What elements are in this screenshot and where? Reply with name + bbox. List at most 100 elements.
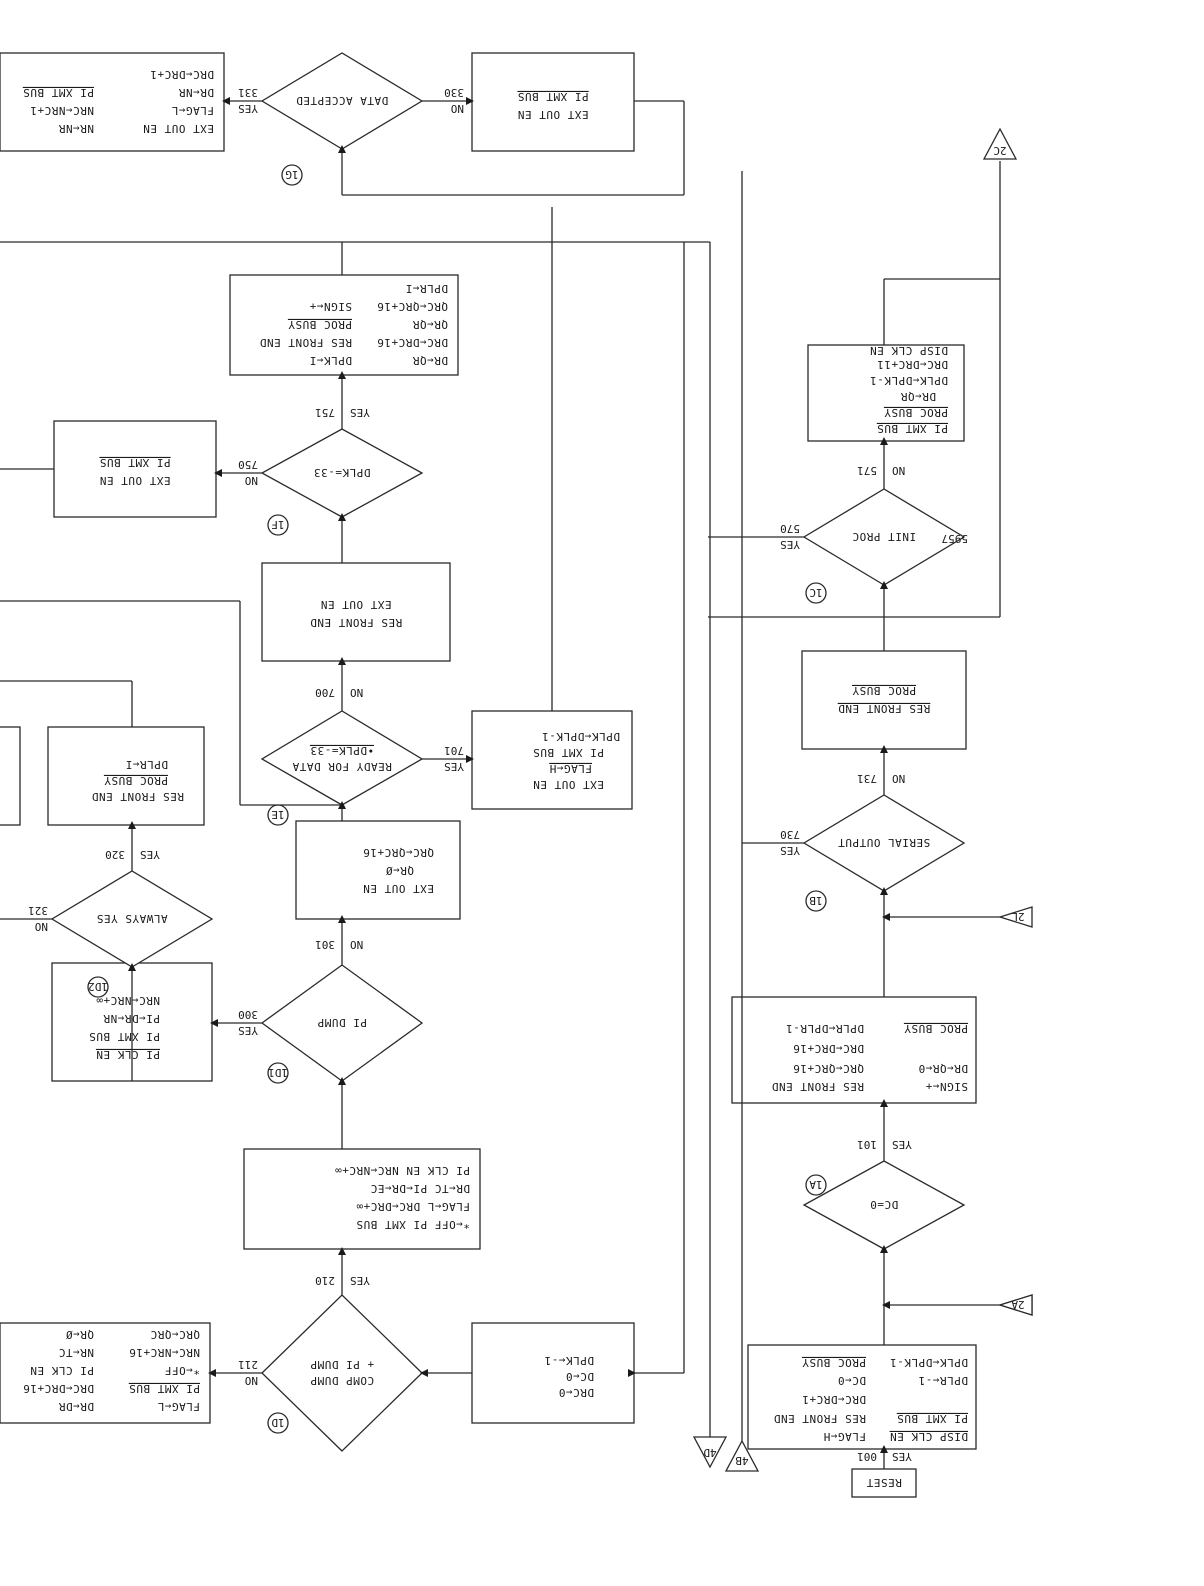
process-1e-no-line-0: RES FRONT END: [310, 616, 403, 629]
process-1f-yes-right-1: RES FRONT END: [259, 336, 352, 349]
process-1d1-yes-line-0: PI CLK EN: [96, 1048, 160, 1061]
marker-1a: [805, 1174, 827, 1196]
process-1d1-no-line-1: QR←Ø: [386, 864, 415, 877]
arrowheads: [128, 97, 890, 1453]
process-1d1-no-line-0: EXT OUT EN: [363, 882, 434, 895]
connector-2l-label: 2L: [1011, 910, 1025, 923]
decision-1d2-yes-label: YES: [140, 848, 160, 861]
decision-1b-no-code: 731: [857, 772, 877, 785]
decision-1c-yes-code: 570: [780, 522, 800, 535]
process-1d2-yes-line-0: RES FRONT END: [91, 790, 184, 803]
process-1d-no-left-0: FLAG←L: [157, 1400, 200, 1413]
process-1c-no-line-5: DISP CLK EN: [870, 344, 948, 357]
process-1e-no: RES FRONT END EXT OUT EN: [261, 562, 451, 662]
marker-1b: [805, 890, 827, 912]
decision-1c-yes-label: YES: [780, 538, 800, 551]
process-1g-yes: EXT OUT EN FLAG←L DR←NR DRC←DRC+1 NR←NR …: [0, 52, 225, 152]
decision-pi-dump-text: PI DUMP: [317, 1016, 367, 1029]
decision-1d-text-2: + PI DUMP: [310, 1358, 374, 1371]
process-1e-yes: EXT OUT EN FLAG←H PI XMT BUS DPLK←DPLK-1: [471, 710, 633, 810]
process-1f-yes-right-3: SIGN←+: [309, 300, 352, 313]
marker-1b-label: 1B: [809, 894, 823, 907]
process-1d-yes-line-3: PI CLK EN NRC←NRC+∞: [335, 1164, 470, 1177]
process-1b-right-2: DRC←DRC+16: [793, 1042, 864, 1055]
decision-always-yes-text: ALWAYS YES: [96, 912, 167, 925]
connector-2c-label: 2C: [993, 144, 1006, 157]
process-1e-yes-line-2: PI XMT BUS: [533, 746, 604, 759]
decision-1g-no-code: 330: [444, 86, 464, 99]
connector-2a-label: 2A: [1011, 1298, 1025, 1311]
process-1d-no-right-1: DRC←DRC+16: [23, 1382, 94, 1395]
reset-yes-label: YES: [892, 1450, 912, 1463]
decision-1g-yes-label: YES: [238, 102, 258, 115]
process-1a-init: DISP CLK EN PI XMT BUS DPLR←-1 DPLK←DPLK…: [747, 1344, 977, 1450]
decision-1g-yes-code: 331: [238, 86, 258, 99]
process-1b-right-1: QRC←QRC+16: [793, 1062, 864, 1075]
process-1f-yes-left-0: DR←QR: [412, 354, 448, 367]
decision-1g-text: DATA ACCEPTED: [296, 94, 389, 107]
process-1b-left-1: DR←QR←0: [918, 1062, 968, 1075]
marker-1g-label: 1G: [285, 168, 298, 181]
decision-1d2-no-label: NO: [35, 920, 48, 933]
decision-1d2-yes-code: 320: [105, 848, 125, 861]
process-1b-right-0: RES FRONT END: [771, 1080, 864, 1093]
process-1g-yes-left-3: DRC←DRC+1: [150, 68, 214, 81]
process-1b-no: RES FRONT END PROC BUSY: [801, 650, 967, 750]
process-1d-no-right-3: NR←TC: [58, 1346, 94, 1359]
reset-label: RESET: [866, 1476, 902, 1489]
process-1f-yes-right-0: DPLK←I: [309, 354, 352, 367]
process-1e-no-line-1: EXT OUT EN: [320, 598, 391, 611]
decision-serial-output-text: SERIAL OUTPUT: [838, 836, 931, 849]
process-1d-no-left-1: PI XMT BUS: [129, 1382, 200, 1395]
process-1c-no-line-0: PI XMT BUS: [877, 422, 948, 435]
marker-1f-label: 1F: [271, 518, 284, 531]
process-1a-left-3: DPLR←-1: [918, 1374, 968, 1387]
process-1g-yes-left-1: FLAG←L: [171, 104, 214, 117]
process-1e-yes-line-1: FLAG←H: [549, 762, 592, 775]
process-1g-yes-right-2: PI XMT BUS: [23, 86, 94, 99]
process-1a-right-4: PROC BUSY: [802, 1356, 866, 1369]
decision-1d-yes-label: YES: [350, 1274, 370, 1287]
process-1a-right-2: DRC←DRC+1: [802, 1393, 866, 1406]
decision-1d1-no-label: NO: [350, 938, 363, 951]
process-1d-no-right-0: DR←DR: [58, 1400, 94, 1413]
process-1b-pre: SIGN←+ DR←QR←0 PROC BUSY RES FRONT END Q…: [731, 996, 977, 1104]
process-1f-yes-right-2: PROC BUSY: [288, 318, 352, 331]
process-1g-yes-right-0: NR←NR: [58, 122, 94, 135]
process-1g-no: EXT OUT EN PI XMT BUS: [471, 52, 635, 152]
process-1d2-yes-line-2: DPLR←I: [125, 758, 168, 771]
process-1d-no-right-4: QR←Ø: [66, 1328, 95, 1341]
marker-1d1-label: 1D1: [268, 1066, 288, 1079]
process-1d-no-left-4: QRC←QRC: [150, 1328, 200, 1341]
process-1b-no-line-0: RES FRONT END: [838, 702, 931, 715]
process-1e-yes-line-3: DPLK←DPLK-1: [542, 730, 620, 743]
decision-1d-yes-code: 210: [315, 1274, 335, 1287]
process-1d-no-left-2: *←OFF: [164, 1364, 200, 1377]
process-1f-yes-left-3: QRC←QRC+16: [377, 300, 448, 313]
process-1d-yes-line-1: FLAG←L DRC←DRC+∞: [356, 1200, 470, 1213]
process-1f-no-line-0: EXT OUT EN: [99, 474, 170, 487]
decision-1d2-no-code: 321: [28, 904, 48, 917]
process-1g-no-line-0: EXT OUT EN: [517, 108, 588, 121]
marker-1f: [267, 514, 289, 536]
process-1b-no-line-1: PROC BUSY: [852, 684, 916, 697]
process-1c-no-line-1: PROC BUSY: [884, 406, 948, 419]
process-1d-yes-line-2: DR←TC PI←DR←EC: [370, 1182, 470, 1195]
decision-ready-for-data: [260, 710, 424, 806]
marker-1c: [805, 582, 827, 604]
process-1a-left-1: PI XMT BUS: [897, 1412, 968, 1425]
decision-1d1-yes-code: 300: [238, 1008, 258, 1021]
process-1d-yes: *←OFF PI XMT BUS FLAG←L DRC←DRC+∞ DR←TC …: [243, 1148, 481, 1250]
decision-1f-text: DPLK=-33: [314, 466, 371, 479]
decision-1c-no-code: 571: [857, 464, 877, 477]
marker-1a-label: 1A: [809, 1178, 823, 1191]
process-1d-entry-line-2: DPLK←-1: [544, 1354, 594, 1367]
decision-1d-no-label: NO: [245, 1374, 258, 1387]
process-1b-right-3: DPLR←DPLR-1: [786, 1022, 864, 1035]
process-1d1-yes-line-3: NRC←NRC+∞: [96, 994, 160, 1007]
process-1b-left-3: PROC BUSY: [904, 1022, 968, 1035]
process-1d-no: FLAG←L PI XMT BUS *←OFF NRC←NRC+16 QRC←Q…: [0, 1322, 211, 1424]
decision-init-proc-text: INIT PROC: [852, 530, 916, 543]
marker-1e: [267, 804, 289, 826]
